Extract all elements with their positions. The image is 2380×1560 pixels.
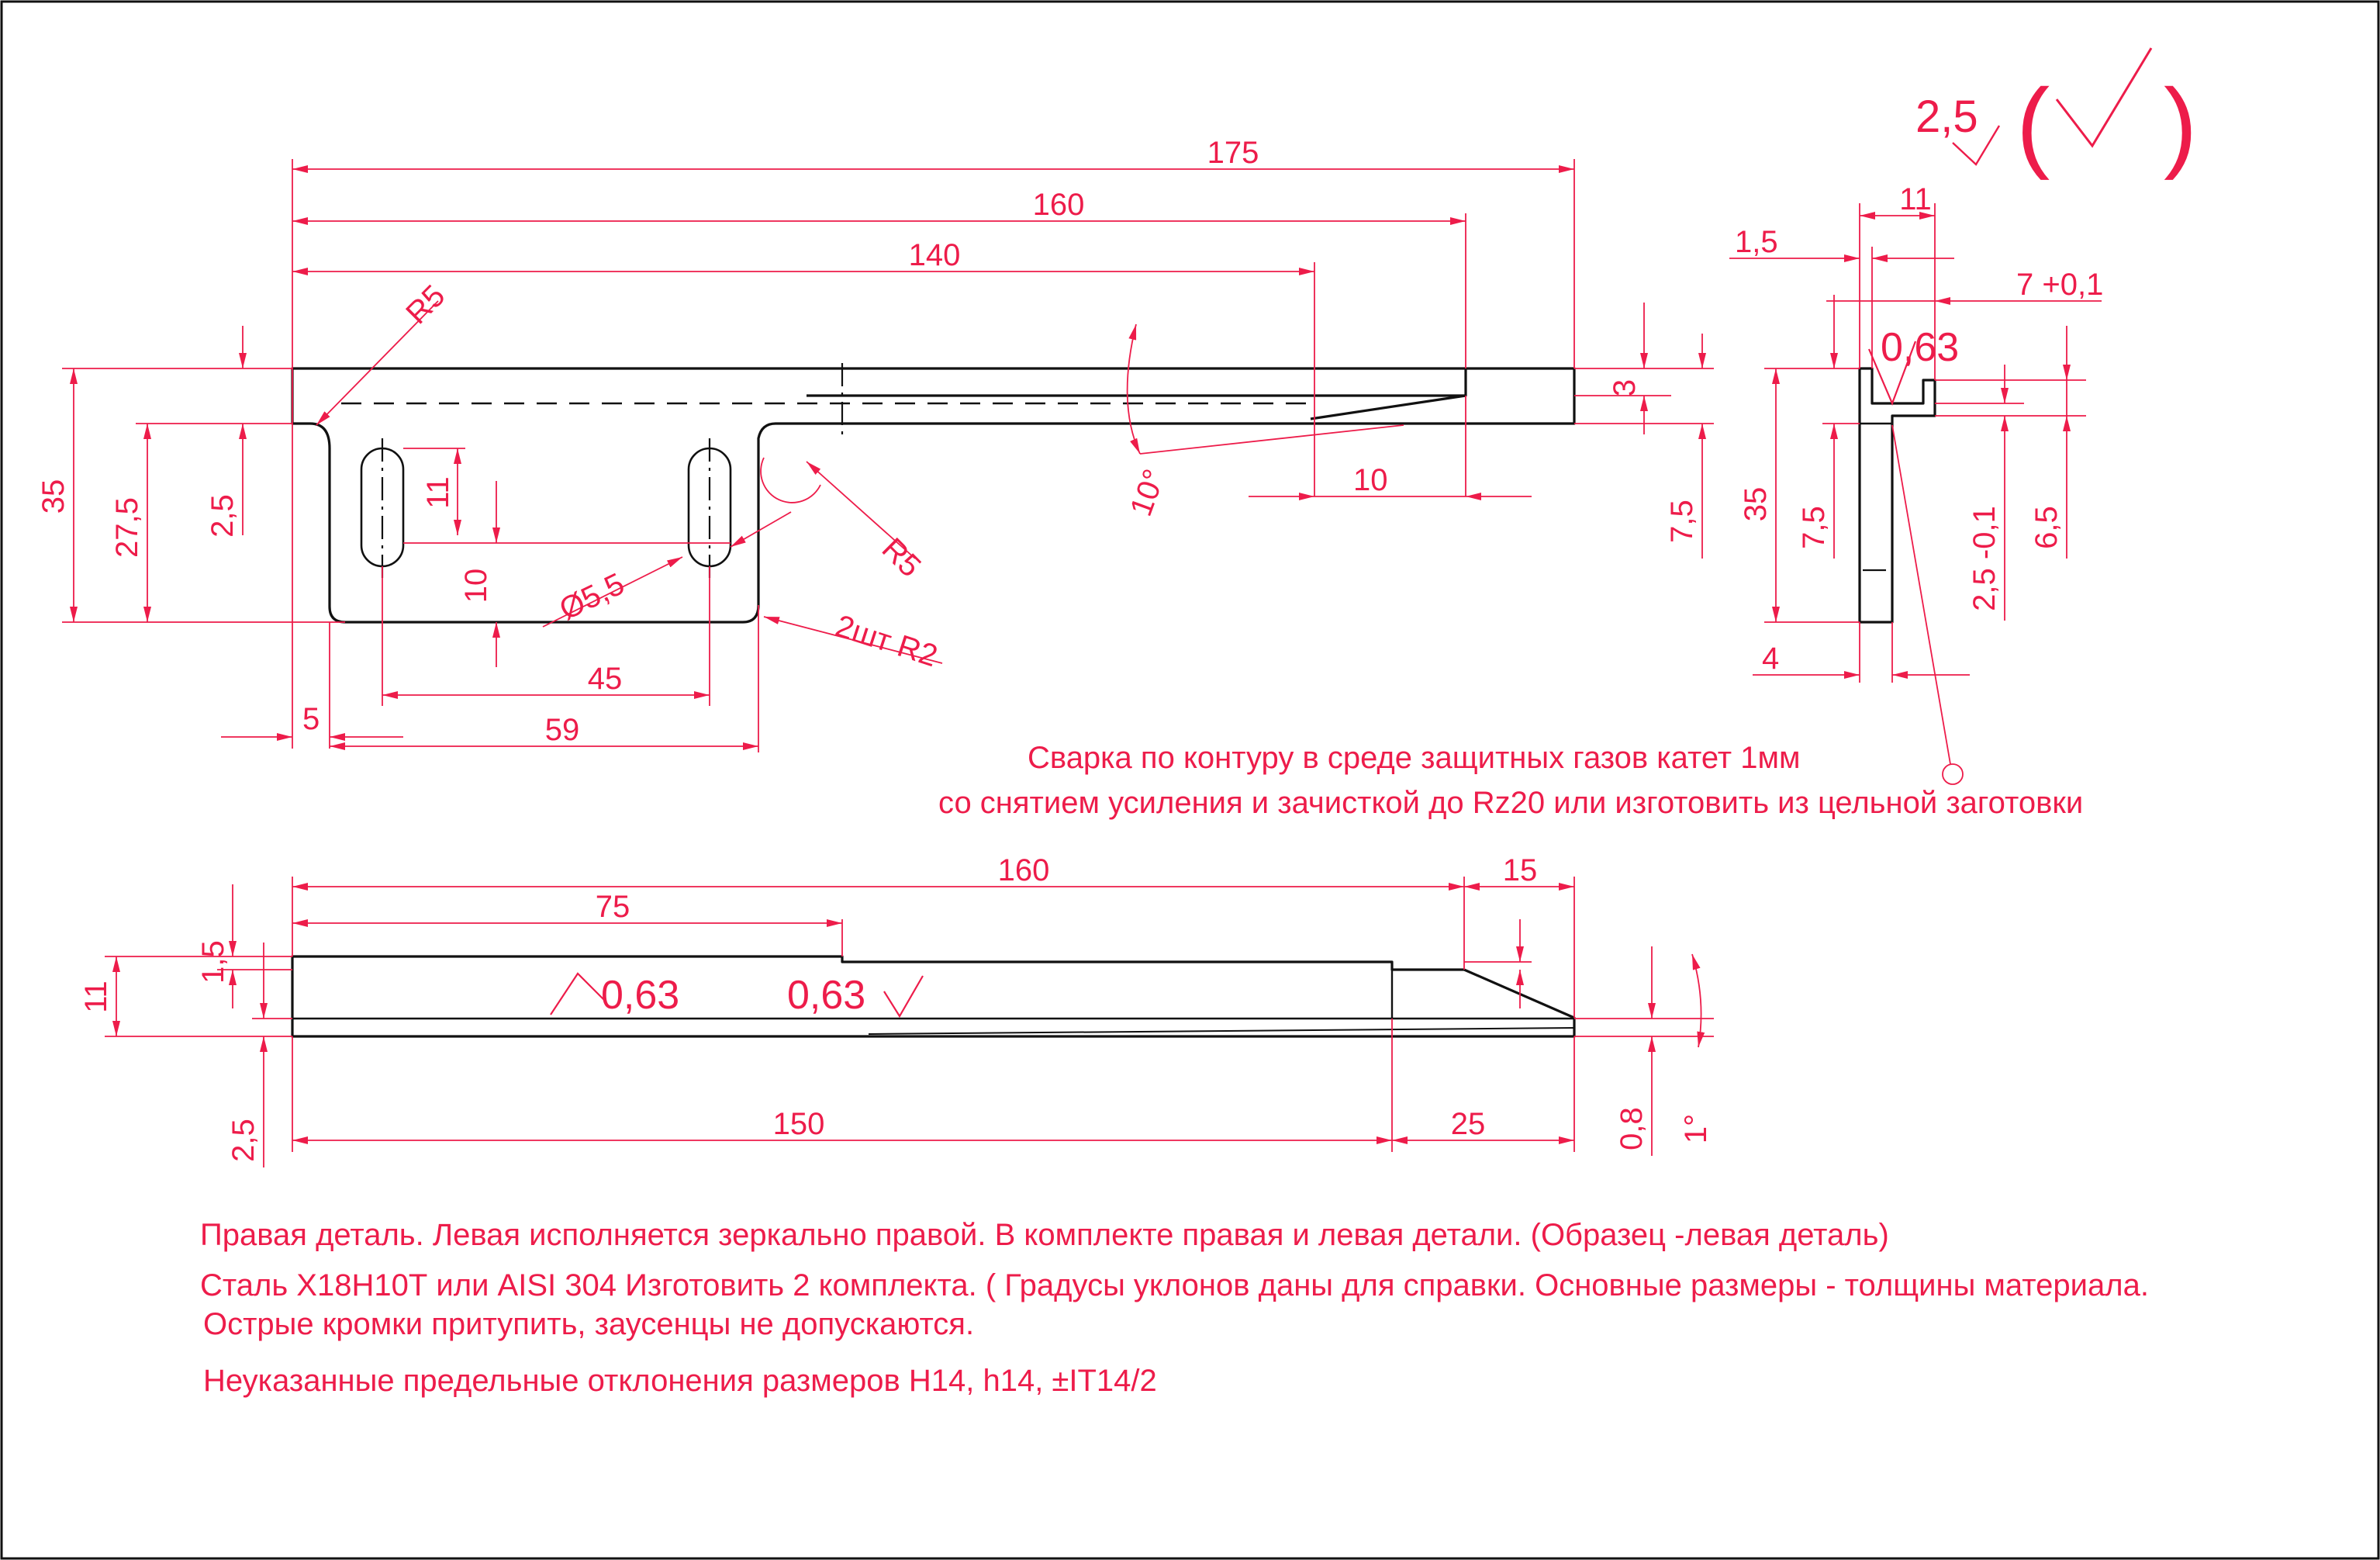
weld-note-line1: Сварка по контуру в среде защитных газов… [1028, 741, 1800, 775]
dim-2-5-top: 2,5 [206, 494, 240, 538]
dim-35-top: 35 [36, 479, 71, 514]
dim-0-8: 0,8 [1615, 1107, 1649, 1150]
dim-59: 59 [545, 713, 580, 747]
dim-27-5: 27,5 [110, 497, 144, 558]
dim-1-5-front: 1,5 [196, 940, 230, 984]
dim-r5-right: R5 [876, 531, 927, 583]
note-line-1: Правая деталь. Левая исполняется зеркаль… [200, 1218, 1889, 1252]
dim-1-5-side: 1,5 [1735, 225, 1778, 259]
dim-75: 75 [596, 890, 630, 924]
dim-r2: 2шт R2 [831, 609, 941, 674]
dim-angle-10: 10° [1124, 465, 1172, 521]
dim-4: 4 [1762, 642, 1779, 676]
top-view-outline [291, 367, 1576, 624]
dim-11-side: 11 [1899, 182, 1932, 216]
dim-11-slot: 11 [421, 476, 455, 509]
dim-140: 140 [909, 238, 961, 272]
dim-160-front: 160 [998, 853, 1050, 887]
weld-note: Сварка по контуру в среде защитных газов… [938, 741, 2083, 820]
dim-15: 15 [1503, 853, 1538, 887]
side-view: 11 1,5 7 +0,1 0,63 35 7,5 2,5 -0,1 6,5 4 [1729, 182, 2103, 785]
weld-note-line2: со снятием усиления и зачисткой до Rz20 … [938, 786, 2083, 820]
dim-2-5-front: 2,5 [226, 1119, 261, 1162]
note-line-4: Неуказанные предельные отклонения размер… [203, 1364, 1157, 1398]
dim-25: 25 [1451, 1107, 1486, 1141]
dim-160: 160 [1033, 188, 1085, 222]
general-roughness-symbol: 2,5 ( ) [1915, 47, 2197, 181]
roughness-bracket-close: ) [2164, 67, 2197, 181]
dim-angle-1: 1° [1679, 1114, 1713, 1143]
dim-10-slot: 10 [459, 569, 493, 604]
roughness-value: 2,5 [1915, 92, 1978, 142]
top-view: 175 160 140 10 R5 35 27,5 2,5 11 10 [36, 136, 1714, 752]
dim-175: 175 [1207, 136, 1259, 170]
dim-6-5: 6,5 [2029, 506, 2064, 549]
rough-front-1: 0,63 [601, 973, 679, 1018]
roughness-bracket-open: ( [2016, 67, 2050, 181]
dim-11-front: 11 [79, 981, 113, 1013]
rough-side: 0,63 [1881, 325, 1959, 370]
side-view-outline [1858, 367, 1936, 624]
dim-35-side: 35 [1739, 487, 1773, 522]
dim-150: 150 [773, 1107, 825, 1141]
rough-front-2: 0,63 [787, 973, 865, 1018]
bottom-view: 160 15 75 11 1,5 2,5 0,63 0,63 150 25 [79, 853, 1714, 1167]
dim-r5-top: R5 [399, 278, 451, 330]
dim-7-5-top: 7,5 [1665, 500, 1699, 543]
bottom-view-outline [291, 955, 1576, 1038]
dim-7-tol: 7 +0,1 [2016, 268, 2103, 302]
dim-10-step: 10 [1353, 463, 1388, 497]
dim-5: 5 [302, 702, 320, 736]
dim-3: 3 [1608, 379, 1642, 396]
dim-dia-5-5: Ø5,5 [554, 567, 630, 628]
note-line-2: Сталь Х18Н10Т или AISI 304 Изготовить 2 … [200, 1268, 2149, 1302]
dim-45: 45 [588, 662, 623, 696]
general-notes: Правая деталь. Левая исполняется зеркаль… [200, 1218, 2149, 1398]
dim-7-5-side: 7,5 [1797, 506, 1831, 549]
note-line-3: Острые кромки притупить, заусенцы не доп… [203, 1307, 974, 1341]
dim-2-5-tol: 2,5 -0,1 [1967, 506, 2002, 611]
